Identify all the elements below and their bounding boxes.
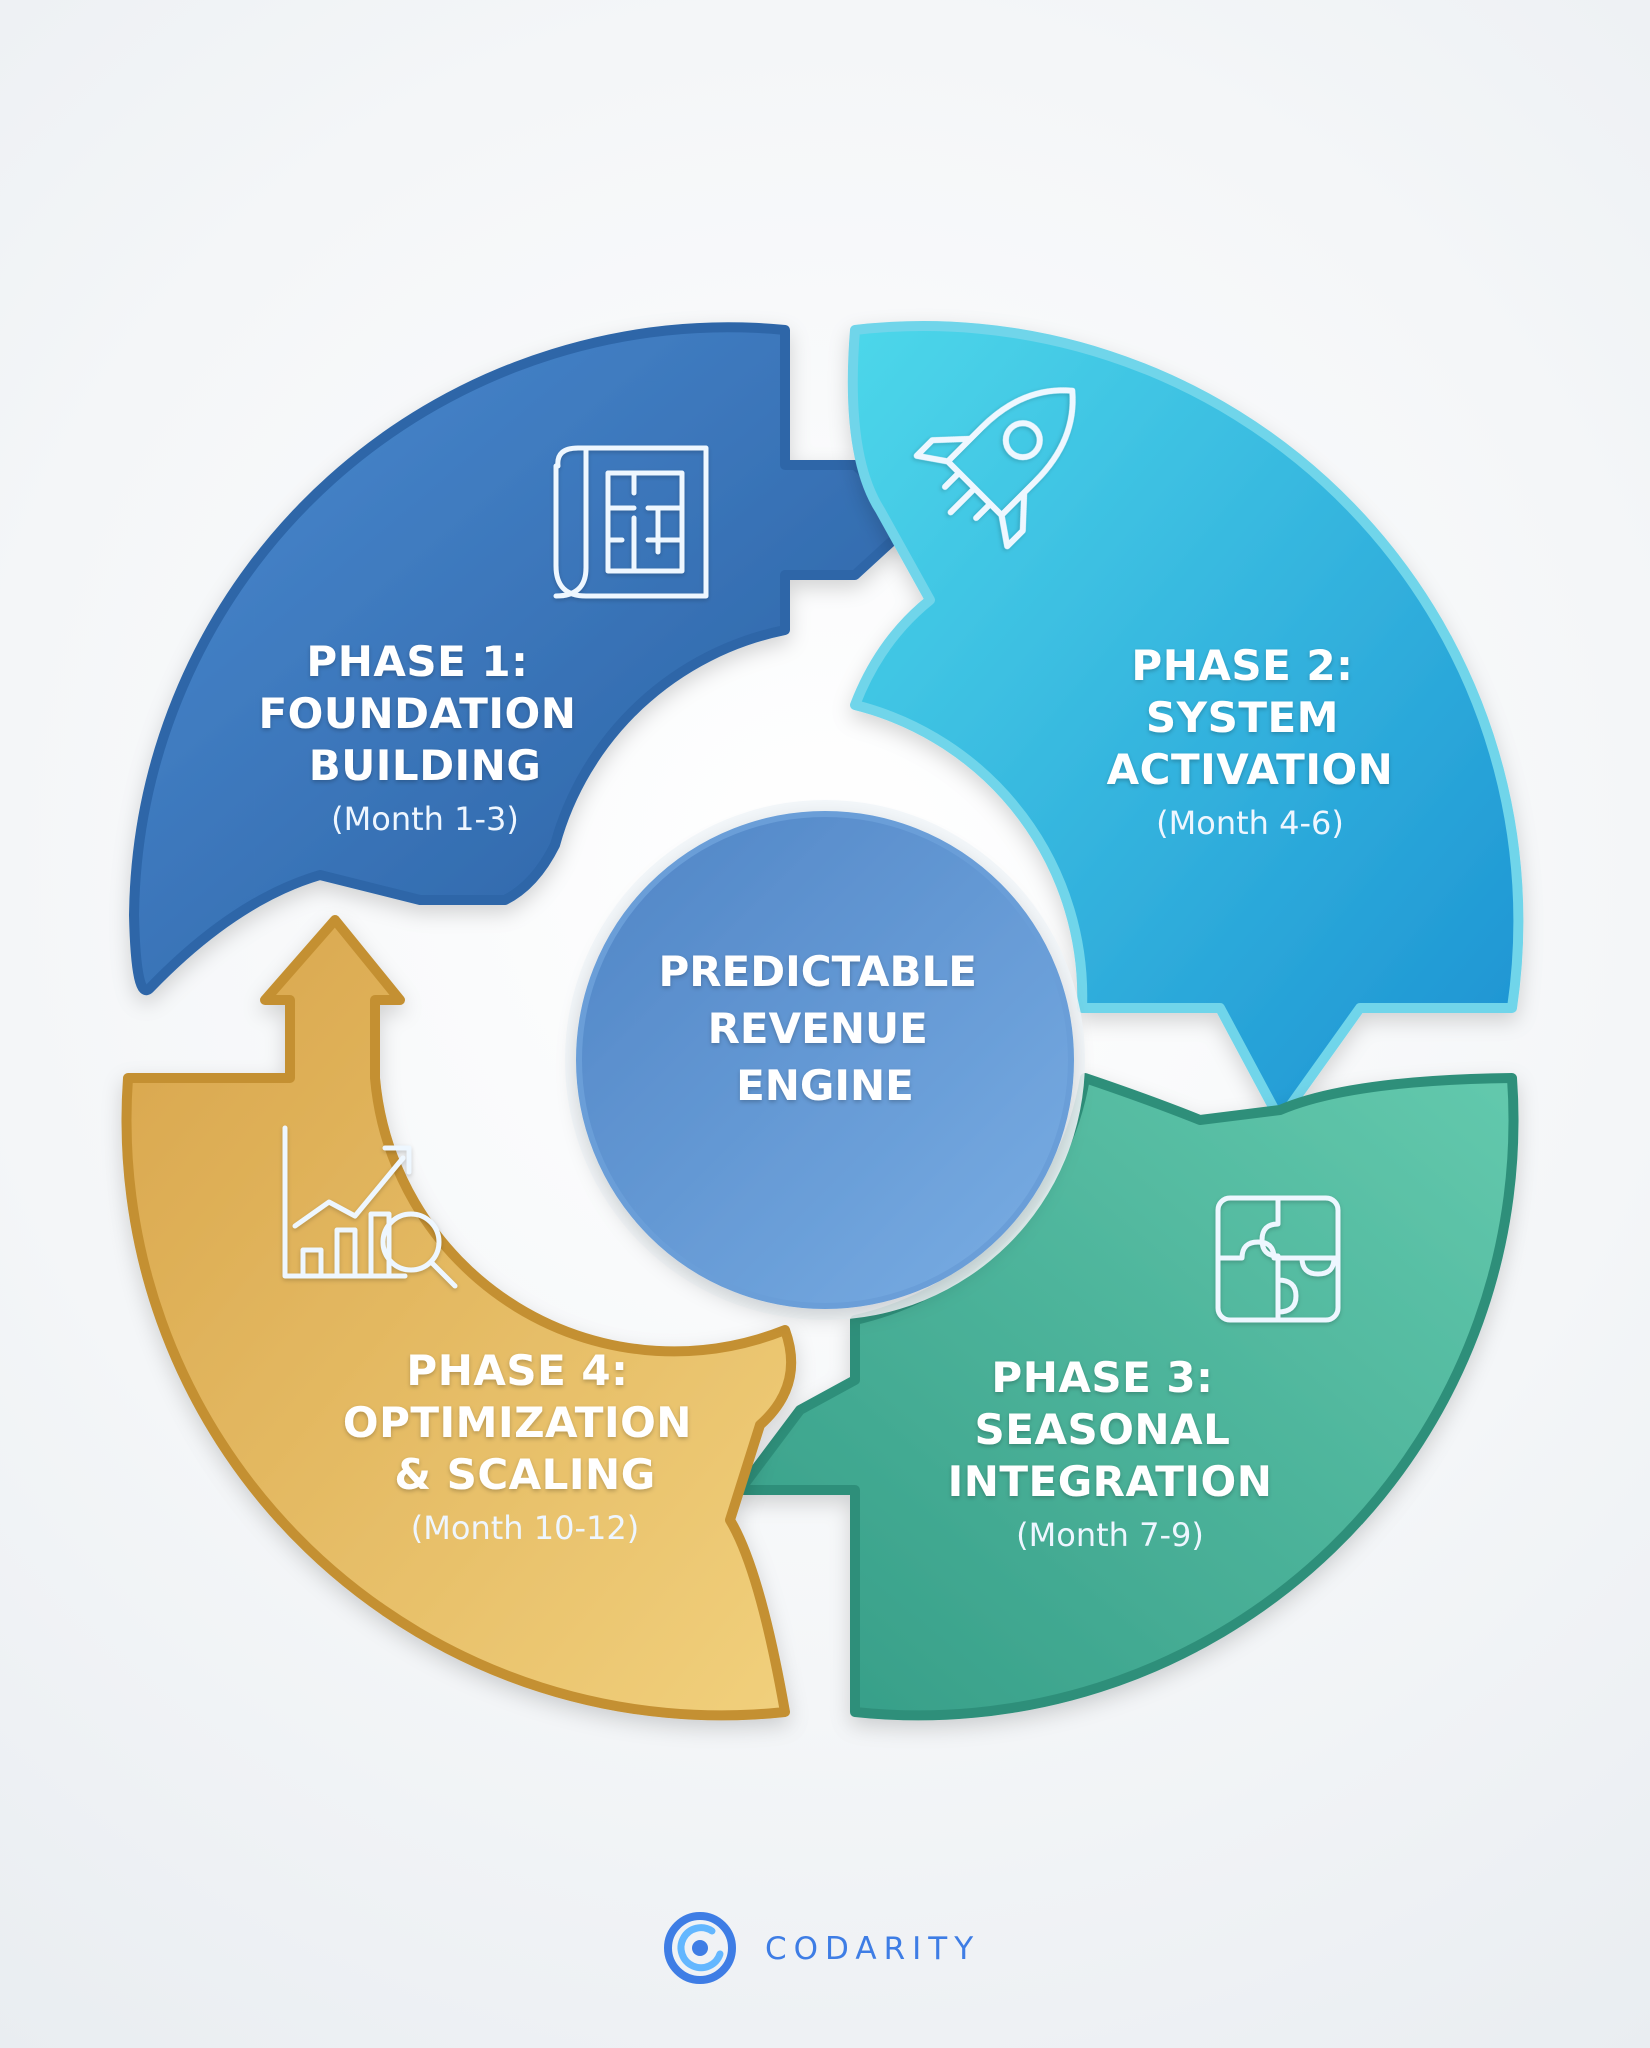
phase-1-card: PHASE 1: FOUNDATION BUILDING (Month 1-3) <box>258 445 709 838</box>
brand-lockup: CODARITY <box>664 1912 980 1984</box>
phase-1-line-3: BUILDING <box>309 741 542 790</box>
center-hub: PREDICTABLE REVENUE ENGINE <box>565 800 1085 1320</box>
phase-4-title: PHASE 4: OPTIMIZATION & SCALING <box>343 1346 707 1499</box>
phase-1-title: PHASE 1: FOUNDATION BUILDING <box>258 637 591 790</box>
phase-3-line-3: INTEGRATION <box>948 1457 1273 1506</box>
center-line-3: ENGINE <box>736 1061 914 1110</box>
center-line-2: REVENUE <box>708 1004 928 1053</box>
center-line-1: PREDICTABLE <box>658 947 977 996</box>
phase-4-line-2: OPTIMIZATION <box>343 1398 692 1447</box>
phase-1-line-2: FOUNDATION <box>258 689 576 738</box>
phase-4-line-1: PHASE 4: <box>406 1346 628 1395</box>
phase-1-shape <box>129 322 920 995</box>
phase-3-months: (Month 7-9) <box>1016 1516 1204 1554</box>
codarity-logo <box>664 1912 736 1984</box>
phase-2-title: PHASE 2: SYSTEM ACTIVATION <box>1107 641 1394 794</box>
phase-1-months: (Month 1-3) <box>331 800 519 838</box>
growth-chart-search-icon <box>282 1125 458 1289</box>
phase-2-line-2: SYSTEM <box>1146 693 1339 742</box>
phase-3-card: PHASE 3: SEASONAL INTEGRATION (Month 7-9… <box>948 1195 1341 1554</box>
phase-2-shape <box>847 321 1524 1125</box>
phase-2-card: PHASE 2: SYSTEM ACTIVATION (Month 4-6) <box>913 387 1394 842</box>
phase-3-line-1: PHASE 3: <box>991 1353 1213 1402</box>
phase-4-months: (Month 10-12) <box>411 1509 639 1547</box>
phase-3-shape <box>735 1073 1519 1721</box>
phase-2-line-1: PHASE 2: <box>1131 641 1353 690</box>
phase-4-card: PHASE 4: OPTIMIZATION & SCALING (Month 1… <box>282 1125 707 1547</box>
puzzle-icon <box>1215 1195 1341 1323</box>
phase-4-line-3: & SCALING <box>394 1450 655 1499</box>
phase-4-shape <box>121 915 797 1721</box>
brand-name: CODARITY <box>765 1931 980 1967</box>
phase-2-line-3: ACTIVATION <box>1107 745 1394 794</box>
phase-1-line-1: PHASE 1: <box>306 637 528 686</box>
phase-3-line-2: SEASONAL <box>975 1405 1231 1454</box>
phase-2-months: (Month 4-6) <box>1156 804 1344 842</box>
center-title: PREDICTABLE REVENUE ENGINE <box>658 947 991 1110</box>
rocket-icon <box>913 387 1076 550</box>
cycle-ring <box>121 321 1524 1721</box>
phase-3-title: PHASE 3: SEASONAL INTEGRATION <box>948 1353 1273 1506</box>
blueprint-icon <box>553 445 709 599</box>
